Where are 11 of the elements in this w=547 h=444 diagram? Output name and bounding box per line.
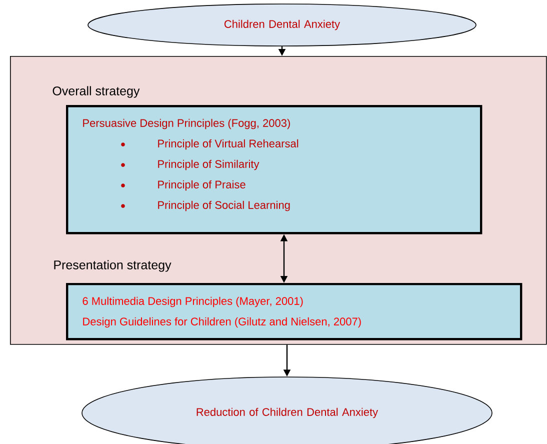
oval-node: Children Dental Anxiety [88,4,476,46]
heading: Presentation strategy [54,260,172,272]
title-text: Persuasive Design Principles (Fogg, 2003) [83,118,290,130]
title-text: 6 Multimedia Design Principles (Mayer, 2001) [82,296,303,308]
list-item: Principle of Social Learning [158,200,290,212]
oval-node: Reduction of Children Dental Anxiety [82,376,492,444]
list-item: Principle of Virtual Rehearsal [158,139,298,150]
title-text: Design Guidelines for Children (Gilutz and Nielsen, 2007) [83,317,361,328]
heading: Overall strategy [52,86,140,98]
list-item: Principle of Similarity [158,160,260,170]
list-item: Principle of Praise [158,180,246,191]
